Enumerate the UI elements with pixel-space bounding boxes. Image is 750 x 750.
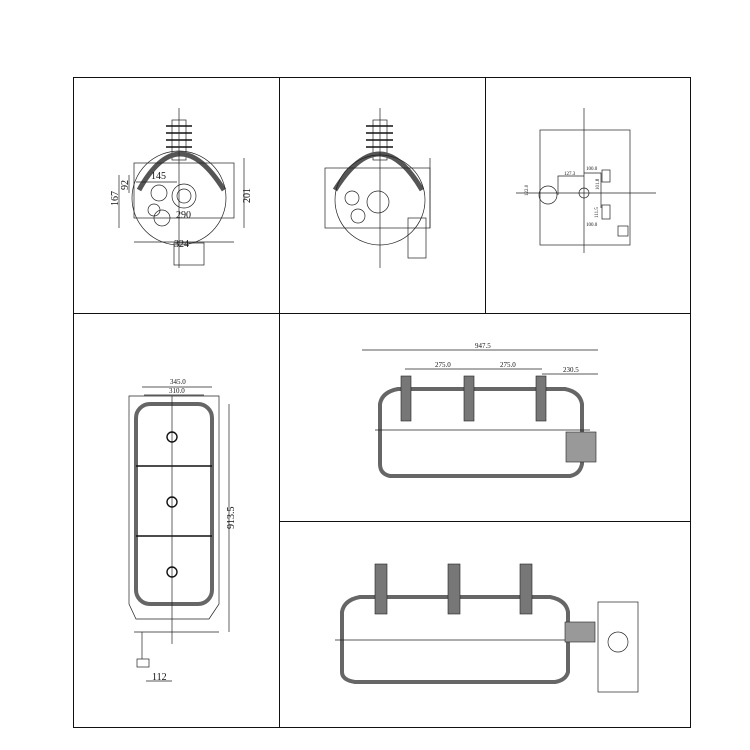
section-view-panel: 947.5 275.0 275.0 230.5 [279,313,691,522]
dim-122: 122.0 [525,184,530,196]
dim-275-b: 275.0 [500,361,516,369]
mechanism-view-drawing: 100.0 127.3 101.8 122.0 111.5 100.0 [516,108,656,253]
dim-201: 201 [242,188,253,203]
mechanism-view-panel: 100.0 127.3 101.8 122.0 111.5 100.0 [485,77,691,314]
front-view-panel: 145 92 167 201 290 324 [73,77,280,314]
dim-145: 145 [151,171,166,182]
dim-947-5: 947.5 [475,342,491,350]
dim-275-a: 275.0 [435,361,451,369]
assembly-view-drawing [335,563,639,693]
dim-290: 290 [176,210,191,221]
dim-230-5: 230.5 [563,366,579,374]
bushings [400,375,547,422]
dim-111-5: 111.5 [595,207,600,218]
top-view-drawing: 345.0 310.0 913.5 112 [128,378,237,683]
dim-167: 167 [110,191,121,206]
dim-310: 310.0 [169,387,185,395]
dim-100-top: 100.0 [586,167,598,172]
dim-112: 112 [152,672,167,683]
side-view-panel [279,77,486,314]
section-view-drawing: 947.5 275.0 275.0 230.5 [362,342,598,478]
dim-101-8: 101.8 [596,178,601,190]
dim-913-5: 913.5 [226,507,237,530]
top-view-panel: 345.0 310.0 913.5 112 [73,313,280,728]
dim-100-bottom: 100.0 [586,223,598,228]
side-view-drawing [324,108,431,268]
assembly-view-panel [279,521,691,728]
dim-345: 345.0 [170,378,186,386]
front-view-drawing: 145 92 167 201 290 324 [110,108,253,268]
dim-92: 92 [120,180,131,190]
dim-324: 324 [174,239,189,250]
dim-127-3: 127.3 [564,172,576,177]
